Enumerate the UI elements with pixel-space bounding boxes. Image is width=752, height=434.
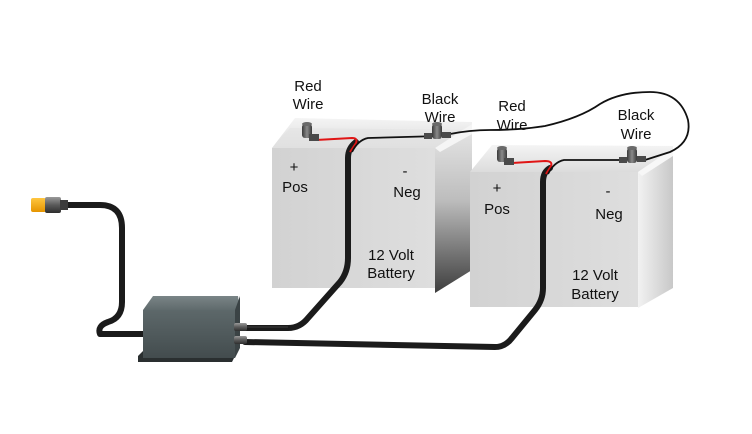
battery-1-red-wire [315, 136, 358, 153]
battery-1-side-face [435, 124, 472, 293]
battery-2-pos-label: Pos [484, 201, 510, 218]
battery-2-red-wire-label-line1: Red [498, 98, 526, 115]
jumper-black-wire [449, 91, 690, 161]
battery-1-positive-terminal [302, 122, 319, 141]
charger-output-grommet-2 [234, 336, 247, 344]
battery-2-black-wire-label-line2: Wire [621, 126, 652, 143]
output-cable-battery-1 [242, 139, 359, 331]
battery-1-red-wire-label-line1: Red [294, 78, 322, 95]
battery-2-positive-terminal [497, 146, 514, 165]
battery-2-neg-symbol: - [606, 183, 611, 200]
battery-1-black-wire [351, 135, 441, 153]
battery-2 [470, 145, 673, 308]
charger-front [143, 310, 235, 358]
battery-2-black-wire-label-line1: Black [618, 107, 655, 124]
battery-1-front-face [272, 148, 435, 288]
battery-1-negative-terminal [424, 122, 451, 139]
battery-2-rating-line1: 12 Volt [572, 267, 619, 284]
battery-2-rating-line2: Battery [571, 286, 619, 303]
charger-output-grommet-1 [234, 323, 247, 331]
battery-1-rating-line2: Battery [367, 265, 415, 282]
battery-1-pos-symbol: + [290, 159, 299, 176]
battery-2-pos-symbol: + [493, 180, 502, 197]
charger-top [143, 296, 240, 310]
battery-1-pos-label: Pos [282, 179, 308, 196]
charger-box [138, 296, 247, 362]
battery-2-red-wire-label-line2: Wire [497, 117, 528, 134]
battery-2-red-wire [511, 159, 553, 175]
battery-2-side-face [638, 148, 673, 308]
battery-2-front-face [470, 172, 638, 307]
battery-1-red-wire-label-line2: Wire [293, 96, 324, 113]
battery-1-neg-symbol: - [403, 163, 408, 180]
battery-1-black-wire-label-line1: Black [422, 91, 459, 108]
input-plug [31, 197, 68, 213]
battery-2-black-wire [547, 159, 625, 175]
battery-2-neg-label: Neg [595, 206, 623, 223]
plug-tip [31, 198, 46, 212]
input-cable [59, 202, 148, 337]
battery-1-black-wire-label-line2: Wire [425, 109, 456, 126]
battery-1-rating-line1: 12 Volt [368, 247, 415, 264]
battery-2-top [470, 145, 673, 172]
output-cable-battery-2 [242, 165, 553, 350]
battery-2-negative-terminal [619, 146, 646, 163]
battery-1-neg-label: Neg [393, 184, 421, 201]
